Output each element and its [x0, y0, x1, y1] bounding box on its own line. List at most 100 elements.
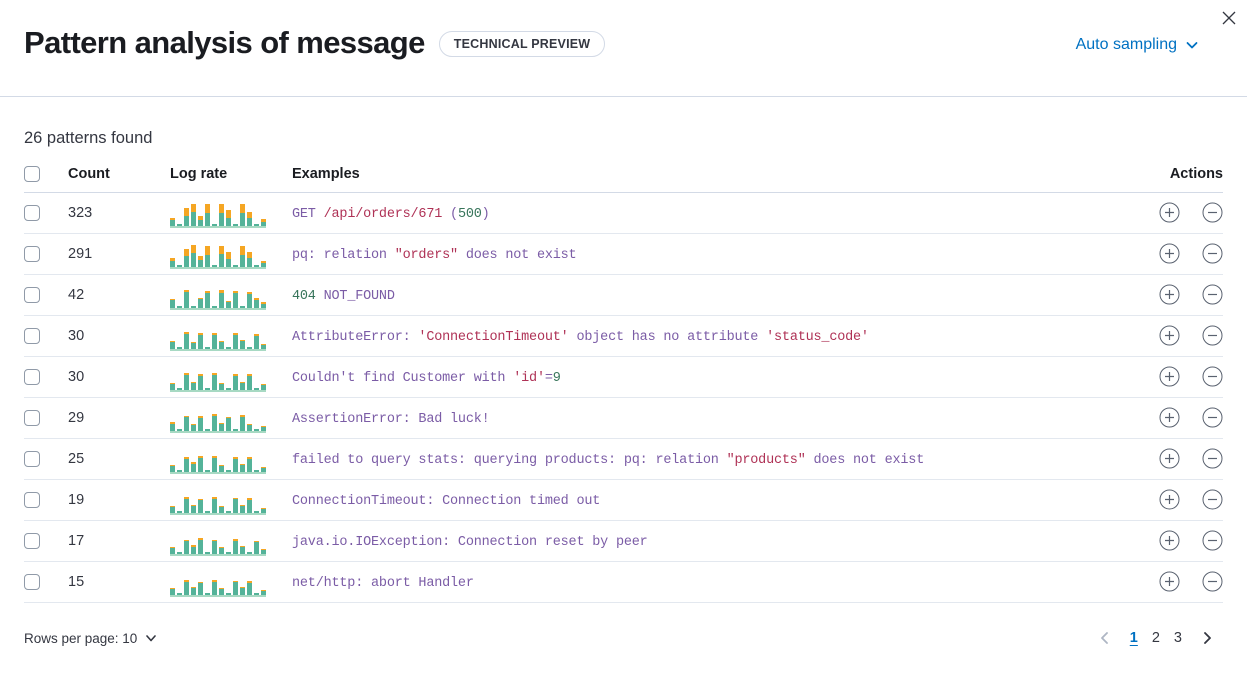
plus-circle-icon — [1159, 366, 1180, 387]
filter-in-pattern-button[interactable] — [1159, 571, 1181, 593]
patterns-found-summary: 26 patterns found — [24, 129, 153, 147]
row-checkbox[interactable] — [24, 573, 40, 590]
filter-out-pattern-button[interactable] — [1201, 530, 1223, 552]
column-header-examples: Examples — [292, 162, 1131, 194]
example-text: ConnectionTimeout: Connection timed out — [292, 494, 601, 510]
table-row: 17 java.io.IOException: Connection reset… — [24, 520, 1223, 563]
filter-in-pattern-button[interactable] — [1159, 325, 1181, 347]
example-text: failed to query stats: querying products… — [292, 453, 925, 469]
example-text: Couldn't find Customer with 'id'=9 — [292, 371, 561, 387]
filter-in-pattern-button[interactable] — [1159, 489, 1181, 511]
filter-out-pattern-button[interactable] — [1201, 202, 1223, 224]
column-header-count: Count — [68, 162, 170, 194]
rows-per-page-label: Rows per page: 10 — [24, 630, 138, 646]
row-checkbox[interactable] — [24, 245, 40, 262]
example-text: net/http: abort Handler — [292, 576, 474, 592]
plus-circle-icon — [1159, 530, 1180, 551]
example-text: AttributeError: 'ConnectionTimeout' obje… — [292, 330, 869, 346]
log-rate-sparkline — [170, 321, 266, 352]
minus-circle-icon — [1202, 325, 1222, 346]
minus-circle-icon — [1202, 407, 1222, 428]
log-rate-sparkline — [170, 280, 266, 311]
plus-circle-icon — [1159, 243, 1180, 264]
filter-out-pattern-button[interactable] — [1201, 448, 1223, 470]
plus-circle-icon — [1159, 284, 1180, 305]
filter-out-pattern-button[interactable] — [1201, 366, 1223, 388]
patterns-table: Count Log rate Examples Actions 323 GET … — [24, 162, 1223, 604]
minus-circle-icon — [1202, 202, 1222, 223]
select-all-checkbox[interactable] — [24, 166, 40, 183]
filter-out-pattern-button[interactable] — [1201, 325, 1223, 347]
table-row: 30 Couldn't find Customer with 'id'=9 — [24, 356, 1223, 399]
log-rate-sparkline — [170, 567, 266, 598]
row-count: 30 — [68, 369, 85, 386]
table-row: 291 pq: relation "orders" does not exist — [24, 233, 1223, 276]
minus-circle-icon — [1202, 243, 1222, 264]
row-count: 15 — [68, 574, 85, 591]
filter-out-pattern-button[interactable] — [1201, 284, 1223, 306]
filter-out-pattern-button[interactable] — [1201, 489, 1223, 511]
row-checkbox[interactable] — [24, 204, 40, 221]
close-button[interactable] — [1215, 4, 1243, 32]
next-page-button[interactable] — [1195, 630, 1219, 646]
plus-circle-icon — [1159, 407, 1180, 428]
filter-out-pattern-button[interactable] — [1201, 243, 1223, 265]
example-text: AssertionError: Bad luck! — [292, 412, 490, 428]
log-rate-sparkline — [170, 444, 266, 475]
filter-out-pattern-button[interactable] — [1201, 407, 1223, 429]
log-rate-sparkline — [170, 485, 266, 516]
example-text: GET /api/orders/671 (500) — [292, 207, 490, 223]
row-checkbox[interactable] — [24, 532, 40, 549]
plus-circle-icon — [1159, 448, 1180, 469]
table-row: 323 GET /api/orders/671 (500) — [24, 192, 1223, 235]
chevron-left-icon — [1100, 632, 1108, 645]
row-checkbox[interactable] — [24, 409, 40, 426]
filter-in-pattern-button[interactable] — [1159, 448, 1181, 470]
rows-per-page-dropdown[interactable]: Rows per page: 10 — [24, 631, 157, 646]
filter-in-pattern-button[interactable] — [1159, 366, 1181, 388]
sampling-dropdown-label: Auto sampling — [1075, 36, 1177, 53]
row-count: 25 — [68, 451, 85, 468]
table-row: 29 AssertionError: Bad luck! — [24, 397, 1223, 440]
log-rate-sparkline — [170, 239, 266, 270]
example-text: 404 NOT_FOUND — [292, 289, 395, 305]
row-count: 19 — [68, 492, 85, 509]
filter-in-pattern-button[interactable] — [1159, 407, 1181, 429]
chevron-down-icon — [146, 635, 157, 642]
row-checkbox[interactable] — [24, 450, 40, 467]
chevron-right-icon — [1204, 632, 1211, 645]
plus-circle-icon — [1159, 571, 1180, 592]
filter-in-pattern-button[interactable] — [1159, 284, 1181, 306]
plus-circle-icon — [1159, 489, 1180, 510]
row-count: 30 — [68, 328, 85, 345]
minus-circle-icon — [1202, 571, 1222, 592]
table-body: 323 GET /api/orders/671 (500) 291 pq: re… — [24, 192, 1223, 604]
row-checkbox[interactable] — [24, 491, 40, 508]
close-icon — [1222, 11, 1236, 25]
filter-in-pattern-button[interactable] — [1159, 202, 1181, 224]
page-button-1[interactable]: 1 — [1123, 628, 1145, 648]
example-text: java.io.IOException: Connection reset by… — [292, 535, 648, 551]
table-row: 42 404 NOT_FOUND — [24, 274, 1223, 317]
row-count: 17 — [68, 533, 85, 550]
minus-circle-icon — [1202, 366, 1222, 387]
table-row: 15 net/http: abort Handler — [24, 561, 1223, 604]
row-count: 29 — [68, 410, 85, 427]
page-button-2[interactable]: 2 — [1145, 628, 1167, 648]
table-row: 19 ConnectionTimeout: Connection timed o… — [24, 479, 1223, 522]
column-header-log-rate: Log rate — [170, 162, 292, 194]
sampling-dropdown[interactable]: Auto sampling — [1076, 36, 1199, 60]
row-checkbox[interactable] — [24, 368, 40, 385]
plus-circle-icon — [1159, 325, 1180, 346]
table-row: 25 failed to query stats: querying produ… — [24, 438, 1223, 481]
filter-in-pattern-button[interactable] — [1159, 530, 1181, 552]
column-header-actions: Actions — [1131, 162, 1223, 194]
row-checkbox[interactable] — [24, 327, 40, 344]
filter-out-pattern-button[interactable] — [1201, 571, 1223, 593]
row-checkbox[interactable] — [24, 286, 40, 303]
page-button-3[interactable]: 3 — [1167, 628, 1189, 648]
previous-page-button[interactable] — [1093, 630, 1117, 646]
filter-in-pattern-button[interactable] — [1159, 243, 1181, 265]
table-row: 30 AttributeError: 'ConnectionTimeout' o… — [24, 315, 1223, 358]
